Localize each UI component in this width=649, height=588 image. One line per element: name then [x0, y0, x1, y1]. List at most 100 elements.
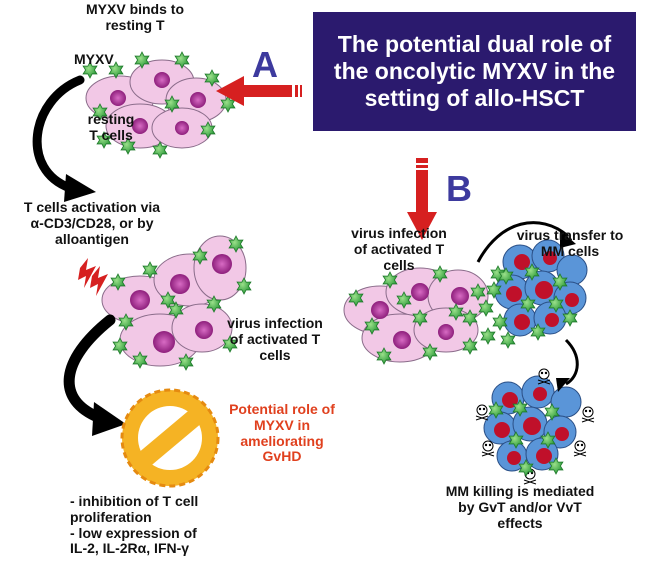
label-inhibition-effects: - inhibition of T cell proliferation - l…	[70, 493, 199, 557]
nucleus	[154, 72, 170, 88]
mm-nucleus	[545, 313, 559, 327]
virus-icon	[462, 309, 478, 327]
virus-icon	[524, 263, 540, 281]
label-a: A	[252, 44, 278, 85]
virus-icon	[228, 235, 244, 253]
virus-icon	[206, 295, 222, 313]
arrow-b	[407, 158, 437, 240]
mm-nucleus	[543, 251, 557, 265]
virus-icon	[432, 265, 448, 283]
skull-icons	[475, 368, 595, 485]
label-potential-role: Potential role of MYXV in ameliorating G…	[229, 401, 335, 465]
virus-icon	[544, 403, 560, 421]
virus-icon	[110, 273, 126, 291]
virus-icon	[96, 131, 112, 149]
nucleus	[175, 121, 189, 135]
mm-nucleus	[494, 422, 510, 438]
virus-icon	[548, 457, 564, 475]
nucleus	[132, 118, 148, 134]
virus-icon	[530, 323, 546, 341]
nucleus	[451, 287, 469, 305]
virus-icon	[108, 61, 124, 79]
virus-icon	[508, 431, 524, 449]
label-virus-transfer: virus transfer to MM cells	[516, 227, 624, 259]
virus-icon	[152, 141, 168, 159]
virus-icon	[480, 327, 496, 345]
curved-arrow-activation	[32, 75, 85, 193]
virus-icon	[548, 295, 564, 313]
virus-icon	[382, 271, 398, 289]
virus-icon	[132, 351, 148, 369]
nucleus	[393, 331, 411, 349]
skull-icon	[581, 406, 595, 423]
virus-icon	[520, 295, 536, 313]
label-virus-infection-left: virus infection of activated T cells	[227, 315, 323, 363]
virus-icon	[364, 317, 380, 335]
nucleus	[195, 321, 213, 339]
virus-icon	[488, 401, 504, 419]
virus-icon	[348, 289, 364, 307]
mm-cell-cluster-bottom	[483, 375, 582, 472]
nucleus	[411, 283, 429, 301]
curved-arrow-killing-head	[556, 378, 570, 392]
virus-icon	[518, 459, 534, 477]
mm-nucleus	[514, 314, 530, 330]
curved-arrow-killing	[564, 338, 579, 386]
virus-icon	[200, 121, 216, 139]
virus-icon	[204, 69, 220, 87]
virus-icon	[160, 291, 176, 309]
arrow-a	[216, 76, 302, 106]
nucleus	[130, 290, 150, 310]
label-myxv: MYXV	[74, 51, 114, 67]
mm-nucleus	[533, 387, 547, 401]
virus-icon	[142, 261, 158, 279]
virus-icon	[376, 347, 392, 365]
virus-icon	[174, 51, 190, 69]
curved-arrow-inhibition-head	[92, 402, 126, 436]
label-mm-killing: MM killing is mediated by GvT and/or VvT…	[445, 483, 595, 531]
virus-icon	[396, 291, 412, 309]
skull-icon	[573, 440, 587, 457]
mm-nucleus	[555, 427, 569, 441]
virus-icon	[486, 281, 502, 299]
label-virus-infection-right: virus infection of activated T cells	[351, 225, 447, 273]
mm-nucleus	[507, 451, 521, 465]
virus-icon	[562, 309, 578, 327]
virus-icon	[512, 399, 528, 417]
virus-icon	[82, 61, 98, 79]
virus-icon	[120, 137, 136, 155]
prohibition-icon	[120, 388, 220, 488]
virus-icon	[478, 299, 494, 317]
nucleus	[110, 90, 126, 106]
mm-nucleus	[523, 417, 541, 435]
mm-nucleus	[536, 448, 552, 464]
nucleus	[153, 331, 175, 353]
curved-arrow-inhibition	[63, 314, 116, 424]
mm-nucleus	[535, 281, 553, 299]
virus-icon	[236, 277, 252, 295]
label-t-cell-activation: T cells activation via α-CD3/CD28, or by…	[23, 199, 161, 247]
nucleus	[170, 274, 190, 294]
nucleus	[438, 324, 454, 340]
virus-icon	[552, 273, 568, 291]
virus-icon	[500, 331, 516, 349]
skull-icon	[475, 404, 489, 421]
skull-icon	[481, 440, 495, 457]
virus-icon	[118, 313, 134, 331]
nucleus	[371, 301, 389, 319]
mm-nucleus	[506, 286, 522, 302]
nucleus	[212, 254, 232, 274]
virus-icon	[412, 309, 428, 327]
curved-arrow-activation-head	[64, 174, 96, 202]
mm-nucleus	[514, 254, 530, 270]
virus-icon	[178, 353, 194, 371]
label-resting-t-cells: resting T cells	[87, 111, 135, 143]
virus-icon	[134, 51, 150, 69]
virus-icon	[164, 95, 180, 113]
virus-icon	[222, 335, 238, 353]
virus-icon	[422, 343, 438, 361]
virus-icon	[540, 431, 556, 449]
nucleus	[190, 92, 206, 108]
